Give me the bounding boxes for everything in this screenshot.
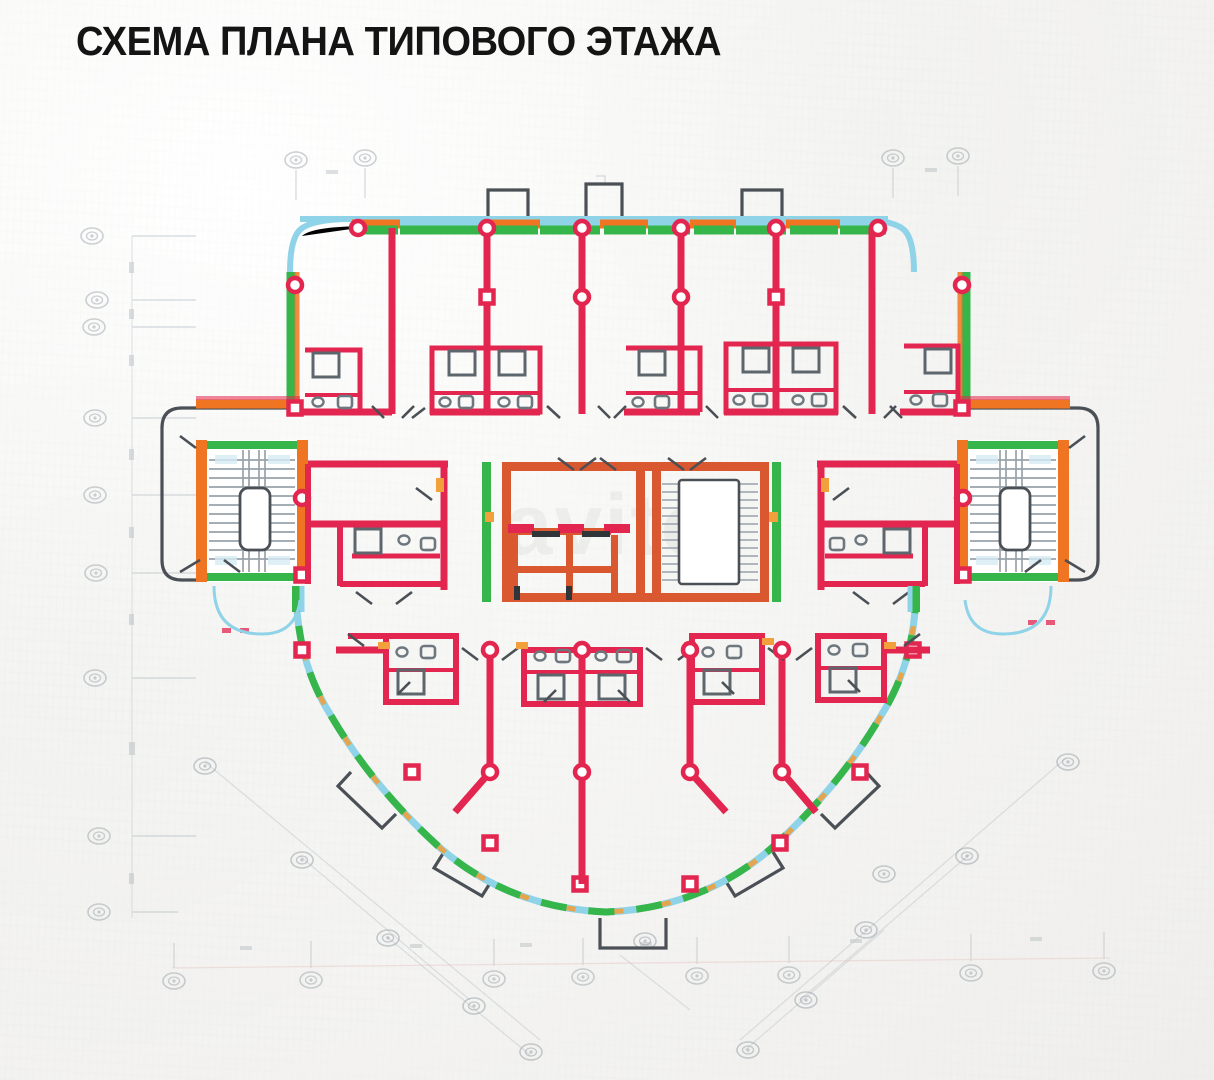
facade-wing-bands xyxy=(196,396,1070,409)
core-center xyxy=(482,456,781,602)
axis-grid-top xyxy=(284,147,970,200)
core-leader-arcs xyxy=(212,585,1053,636)
apartments-bottom xyxy=(336,633,930,884)
balcony-outlines xyxy=(160,182,1100,950)
survey-lines xyxy=(204,757,1067,1056)
apartments-right-wing xyxy=(817,460,960,590)
axis-grid-left xyxy=(80,227,196,921)
door-swings-top xyxy=(371,405,903,420)
facade-side-tabs xyxy=(292,586,920,612)
door-swings-left-wing xyxy=(179,434,433,606)
core-right xyxy=(956,440,1069,582)
page-title: СХЕМА ПЛАНА ТИПОВОГО ЭТАЖА xyxy=(76,18,722,64)
apartments-left-wing xyxy=(305,460,448,590)
facade-lower-curve xyxy=(292,585,920,916)
core-left xyxy=(196,440,309,582)
facade-curve-nodes xyxy=(296,644,920,891)
partitions-top xyxy=(300,228,966,416)
fixtures-left-wing xyxy=(353,478,444,555)
dimension-ticks xyxy=(222,620,1055,633)
axis-grid-bottom xyxy=(162,932,1116,990)
fixtures-right-wing xyxy=(821,478,912,555)
bathrooms-top xyxy=(305,341,961,415)
facade-top xyxy=(286,216,971,402)
door-swings-right-wing xyxy=(832,434,1086,606)
door-swings-bottom xyxy=(347,632,921,703)
